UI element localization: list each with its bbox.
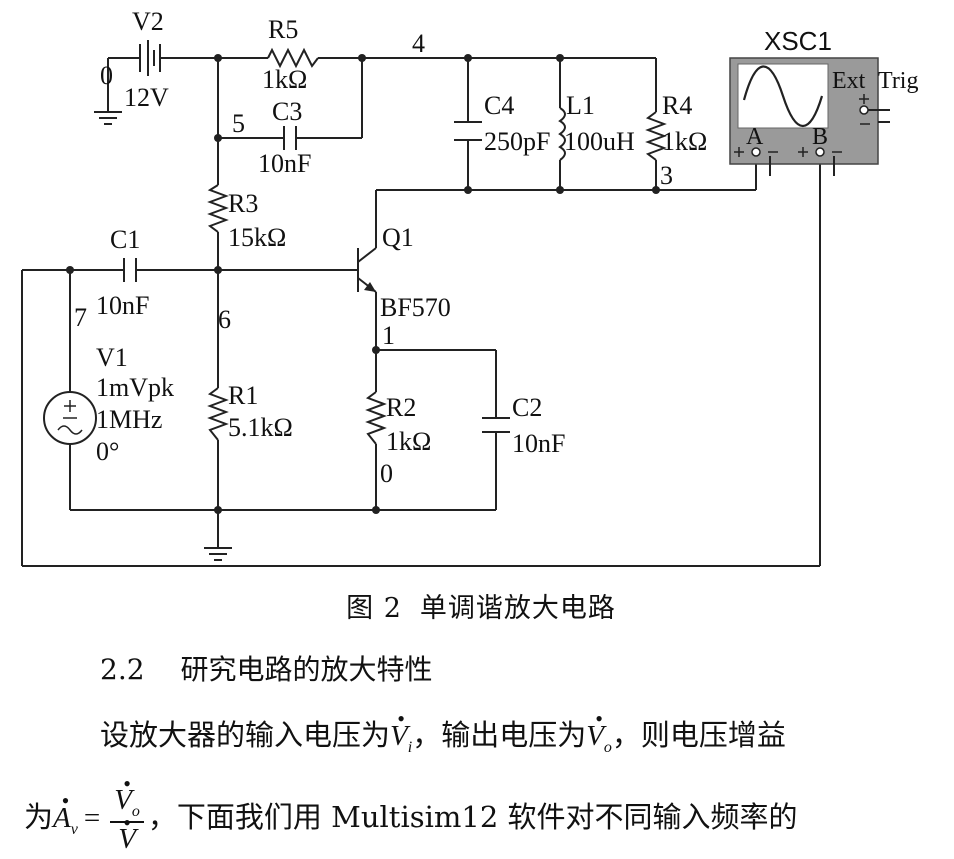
r3-name: R3 (228, 189, 258, 218)
r4-value: 1kΩ (662, 127, 707, 156)
paragraph-text: ，下面我们用 Multisim12 软件对不同输入频率的 (147, 800, 798, 835)
av-letter: A (53, 802, 71, 835)
node-0-top: 0 (100, 61, 113, 90)
frac-num-letter: V (114, 784, 132, 816)
v1-frequency: 1MHz (96, 405, 162, 434)
section-heading: 2.2 研究电路的放大特性 (100, 648, 433, 688)
q1-name: Q1 (382, 223, 414, 252)
node-0-bottom: 0 (380, 459, 393, 488)
figure-title: 单调谐放大电路 (419, 593, 616, 624)
vo-subscript: o (603, 738, 612, 756)
c3-name: C3 (272, 97, 302, 126)
node-4: 4 (412, 29, 425, 58)
input-voltage-symbol: •Vi (390, 706, 413, 756)
v1-amplitude: 1mVpk (96, 373, 174, 402)
c2-name: C2 (512, 393, 542, 422)
node-3: 3 (660, 161, 673, 190)
v1-name: V1 (96, 343, 128, 372)
output-voltage-symbol: •Vo (586, 706, 612, 756)
r5-name: R5 (268, 15, 298, 44)
voltage-gain-symbol: •Av (53, 788, 78, 838)
r4-name: R4 (662, 91, 692, 120)
xsc1-channel-a: A (746, 124, 764, 150)
xsc1-ext: Ext (832, 68, 866, 94)
r2-name: R2 (386, 393, 416, 422)
r1-name: R1 (228, 381, 258, 410)
section-title: 研究电路的放大特性 (180, 653, 433, 686)
section-number: 2.2 (100, 653, 145, 686)
circuit-diagram: V2 12V 0 R5 1kΩ 4 5 C3 10nF R3 15kΩ C1 1… (21, 7, 918, 567)
xsc1-trig: Trig (878, 68, 918, 94)
v2-value: 12V (124, 83, 169, 112)
v1-phase: 0° (96, 437, 119, 466)
vo-letter: V (586, 720, 604, 752)
paragraph-line-2: 为•Av= •Vo•V，下面我们用 Multisim12 软件对不同输入频率的 (24, 773, 798, 855)
l1-value: 100uH (564, 127, 635, 156)
c2-value: 10nF (512, 429, 565, 458)
av-subscript: v (70, 820, 78, 838)
vi-subscript: i (407, 738, 413, 756)
xsc1-channel-b: B (812, 124, 828, 150)
node-6: 6 (218, 305, 231, 334)
c4-name: C4 (484, 91, 514, 120)
q1-model: BF570 (380, 293, 451, 322)
paragraph-text: ，则电压增益 (611, 718, 786, 752)
paragraph-line-1: 设放大器的输入电压为•Vi，输出电压为•Vo，则电压增益 (100, 706, 786, 757)
r3-value: 15kΩ (228, 223, 286, 252)
l1-name: L1 (566, 91, 595, 120)
r5-value: 1kΩ (262, 65, 307, 94)
c4-value: 250pF (484, 127, 550, 156)
node-5: 5 (232, 109, 245, 138)
node-7: 7 (74, 303, 87, 332)
vi-letter: V (390, 720, 408, 752)
frac-den-letter: V (118, 822, 136, 855)
paragraph-text: 设放大器的输入电压为 (100, 718, 391, 752)
figure-caption: 图 2 单调谐放大电路 (0, 586, 954, 625)
frac-num-subscript: o (131, 802, 140, 820)
gain-fraction: •Vo•V (110, 773, 144, 855)
equals-sign: = (83, 802, 101, 835)
xsc1-name: XSC1 (764, 26, 832, 56)
paragraph-text: 为 (24, 800, 54, 835)
node-1: 1 (382, 321, 395, 350)
c1-value: 10nF (96, 291, 149, 320)
c1-name: C1 (110, 225, 140, 254)
r1-value: 5.1kΩ (228, 413, 293, 442)
paragraph-text: ，输出电压为 (412, 718, 587, 752)
r2-value: 1kΩ (386, 427, 431, 456)
c3-value: 10nF (258, 149, 311, 178)
figure-label: 图 2 (346, 593, 402, 624)
v2-name: V2 (132, 7, 164, 36)
